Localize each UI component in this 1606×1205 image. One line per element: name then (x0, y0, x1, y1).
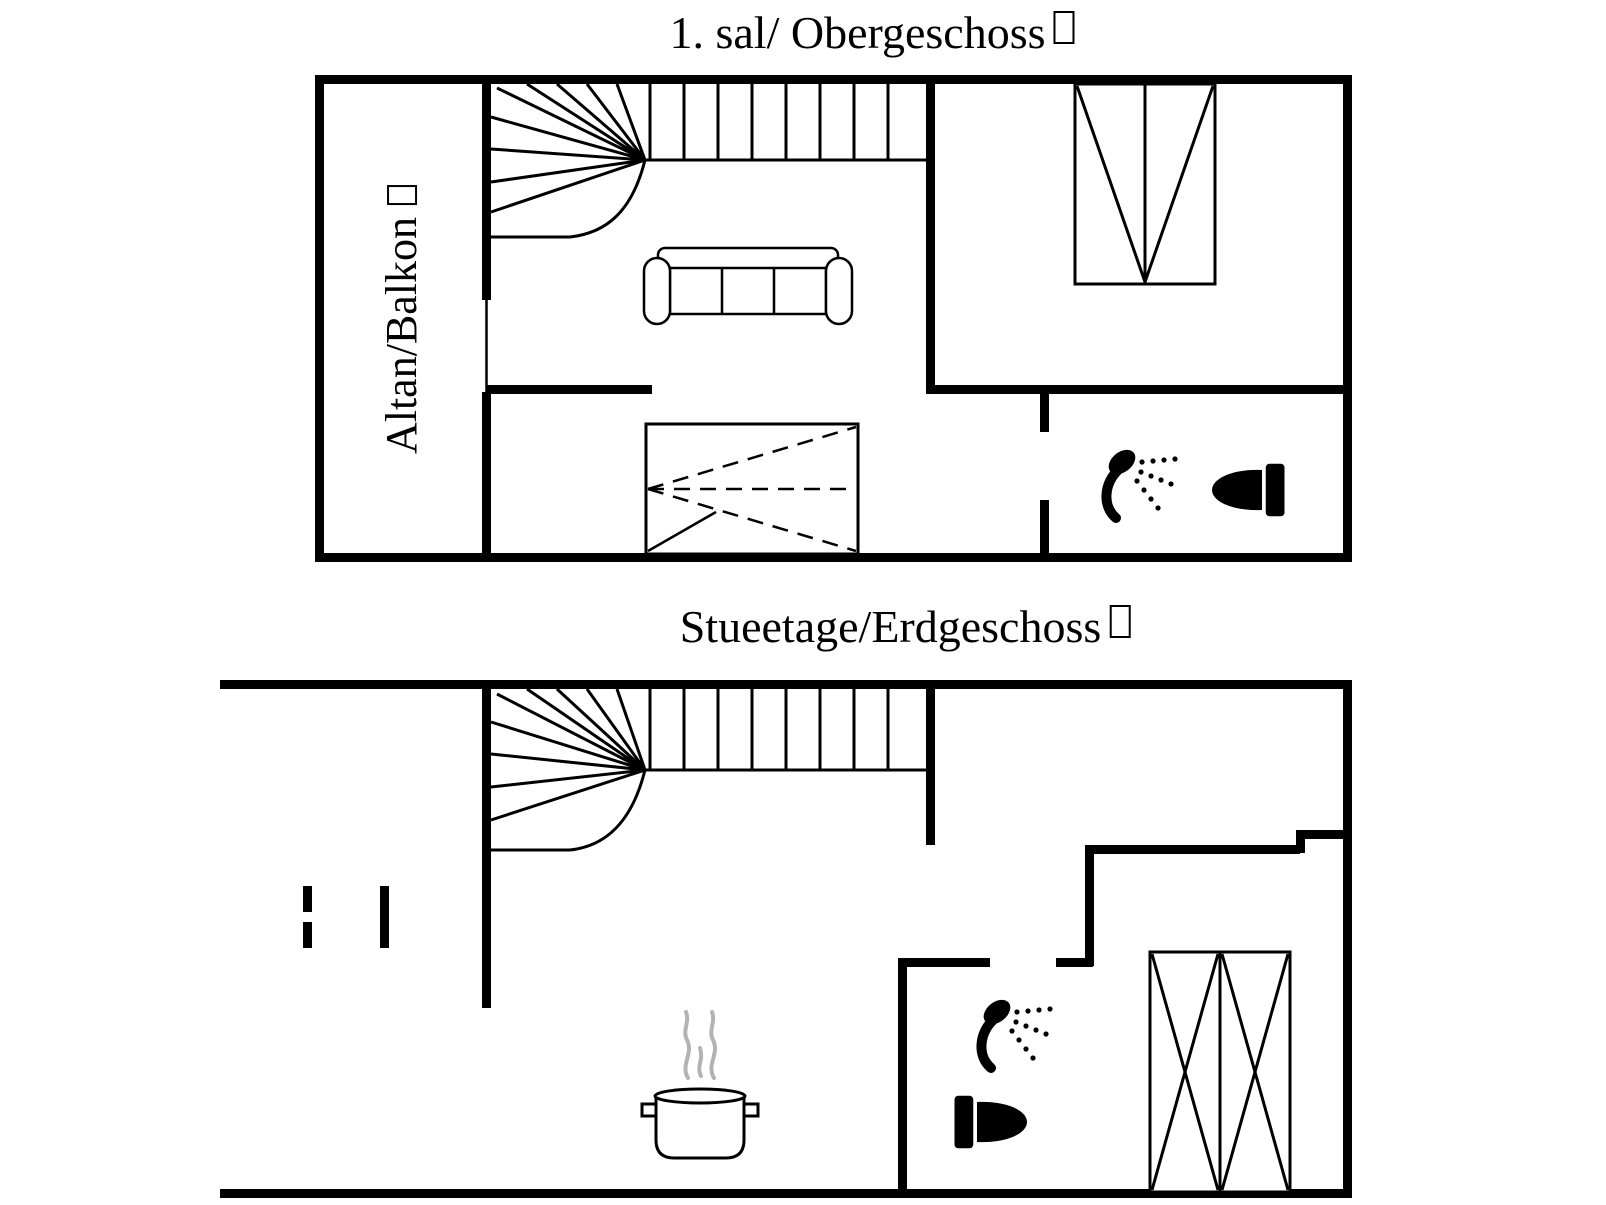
ground-staircase (490, 687, 930, 852)
ground-wardrobe (1148, 950, 1292, 1194)
toilet-icon (1212, 463, 1285, 517)
upper-floor-title: 1. sal/ Obergeschoss (669, 7, 1075, 59)
upper-bathroom (1104, 445, 1285, 518)
shower-icon (1104, 445, 1178, 518)
upper-floor-plan (315, 75, 1352, 562)
double-bed (644, 422, 860, 556)
ground-walls (220, 680, 1352, 1198)
toilet-icon (954, 1095, 1027, 1149)
missing-glyph-box (1053, 11, 1075, 44)
cooking-pot (640, 1010, 760, 1160)
cooking-pot-icon (654, 1094, 746, 1160)
upper-floor-title-text: 1. sal/ Obergeschoss (669, 7, 1046, 58)
sofa (642, 246, 854, 326)
ground-floor-title: Stueetage/Erdgeschoss (679, 601, 1131, 653)
ground-floor-title-text: Stueetage/Erdgeschoss (679, 601, 1102, 652)
upper-wardrobe (1073, 82, 1217, 286)
upper-staircase (490, 82, 930, 239)
ground-floor-plan (220, 680, 1352, 1198)
upper-walls (315, 75, 1352, 562)
shower-icon (979, 995, 1053, 1068)
missing-glyph-box (1109, 605, 1131, 638)
ground-bathroom (954, 995, 1053, 1149)
